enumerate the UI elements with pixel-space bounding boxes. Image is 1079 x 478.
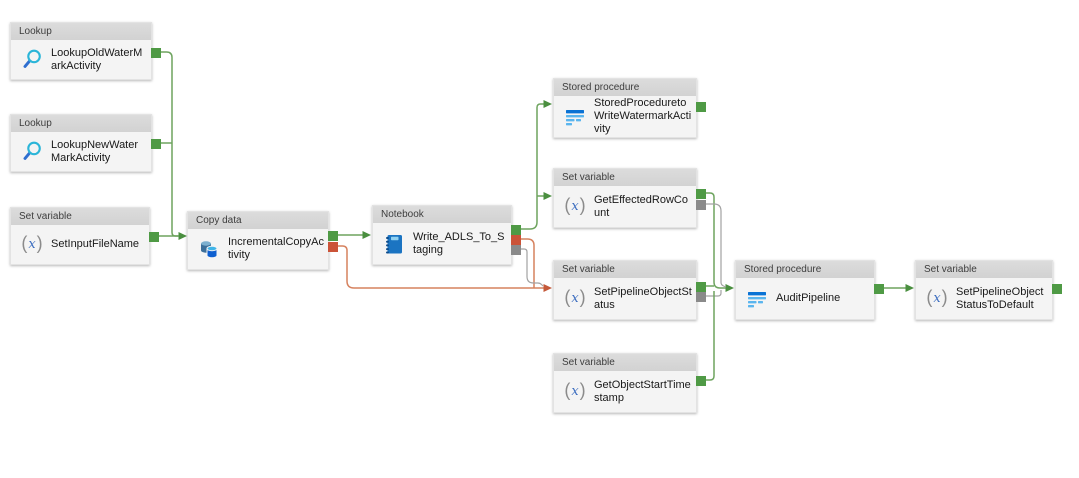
activity-type-label: Lookup: [11, 23, 151, 40]
activity-title: GetObjectStartTimestamp: [594, 378, 691, 404]
edge-get-effected-row-count-to-audit-pipeline: [706, 203, 727, 288]
success-port[interactable]: [151, 48, 161, 58]
stored-procedure-icon: [745, 287, 769, 311]
edge-write-adls-to-staging-to-set-pipeline-object-status: [521, 238, 535, 288]
set-variable-icon: (x): [564, 287, 586, 307]
activity-title: IncrementalCopyActivity: [228, 236, 324, 261]
activity-title: SetPipelineObjectStatusToDefault: [956, 285, 1044, 311]
success-port[interactable]: [1052, 284, 1062, 294]
activity-node-incremental-copy[interactable]: Copy data IncrementalCopyActivity: [187, 211, 338, 270]
edge-write-adls-to-staging-to-set-pipeline-object-status: [521, 248, 544, 287]
activity-node-lookup-new-watermark[interactable]: Lookup LookupNewWaterMarkActivity: [10, 114, 161, 172]
edge-write-adls-to-staging-to-sp-write-watermark: [521, 100, 552, 230]
set-variable-icon: (x): [21, 233, 43, 253]
activity-type-label: Set variable: [554, 169, 696, 186]
activity-title: Write_ADLS_To_Staging: [413, 230, 505, 256]
activity-title: SetPipelineObjectStatus: [594, 285, 692, 311]
activity-node-sp-write-watermark[interactable]: Stored procedure StoredProceduretoWriteW…: [553, 78, 706, 138]
success-port[interactable]: [151, 139, 161, 149]
activity-type-label: Set variable: [11, 208, 149, 225]
edge-set-pipeline-object-status-to-audit-pipeline: [706, 290, 722, 297]
lookup-icon: [20, 140, 44, 164]
success-port[interactable]: [696, 376, 706, 386]
activity-title: StoredProceduretoWriteWatermarkActivity: [594, 97, 692, 135]
lookup-icon: [20, 48, 44, 72]
activity-title: LookupNewWaterMarkActivity: [51, 138, 139, 164]
edge-get-object-start-timestamp-to-audit-pipeline: [706, 291, 715, 381]
activity-type-label: Set variable: [916, 261, 1052, 278]
activity-type-label: Stored procedure: [736, 261, 874, 278]
success-port[interactable]: [696, 282, 706, 292]
activity-title: LookupOldWaterMarkActivity: [51, 46, 143, 72]
activity-node-get-effected-row-count[interactable]: Set variable (x) GetEffectedRowCount: [553, 168, 706, 228]
activity-node-set-pipeline-object-status[interactable]: Set variable (x) SetPipelineObjectStatus: [553, 260, 706, 320]
activity-node-lookup-old-watermark[interactable]: Lookup LookupOldWaterMarkActivity: [10, 22, 161, 80]
success-port[interactable]: [696, 189, 706, 199]
copy-data-icon: [197, 237, 221, 261]
skipped-port[interactable]: [696, 200, 706, 210]
edge-get-effected-row-count-to-audit-pipeline: [706, 192, 734, 292]
activity-node-audit-pipeline[interactable]: Stored procedure AuditPipeline: [735, 260, 884, 320]
success-port[interactable]: [874, 284, 884, 294]
activity-title: GetEffectedRowCount: [594, 193, 688, 219]
notebook-icon: [382, 232, 406, 256]
activity-node-set-input-file-name[interactable]: Set variable (x) SetInputFileName: [10, 207, 159, 265]
success-port[interactable]: [149, 232, 159, 242]
activity-node-write-adls-to-staging[interactable]: Notebook Write_ADLS_To_Staging: [372, 205, 521, 265]
activity-type-label: Lookup: [11, 115, 151, 132]
edge-lookup-old-watermark-to-incremental-copy: [161, 51, 187, 240]
stored-procedure-icon: [563, 105, 587, 129]
activity-type-label: Notebook: [373, 206, 511, 223]
set-variable-icon: (x): [564, 380, 586, 400]
failure-port[interactable]: [328, 242, 338, 252]
success-port[interactable]: [328, 231, 338, 241]
success-port[interactable]: [511, 225, 521, 235]
activity-node-get-object-start-timestamp[interactable]: Set variable (x) GetObjectStartTimestamp: [553, 353, 706, 413]
set-variable-icon: (x): [926, 287, 948, 307]
skipped-port[interactable]: [696, 292, 706, 302]
activity-type-label: Stored procedure: [554, 79, 696, 96]
failure-port[interactable]: [511, 235, 521, 245]
skipped-port[interactable]: [511, 245, 521, 255]
activity-type-label: Copy data: [188, 212, 328, 229]
activity-title: SetInputFileName: [51, 238, 140, 250]
activity-type-label: Set variable: [554, 354, 696, 371]
set-variable-icon: (x): [564, 195, 586, 215]
activity-type-label: Set variable: [554, 261, 696, 278]
activity-node-set-pipeline-object-status-to-default[interactable]: Set variable (x) SetPipelineObjectStatus…: [915, 260, 1062, 320]
activity-title: AuditPipeline: [776, 292, 841, 304]
success-port[interactable]: [696, 102, 706, 112]
